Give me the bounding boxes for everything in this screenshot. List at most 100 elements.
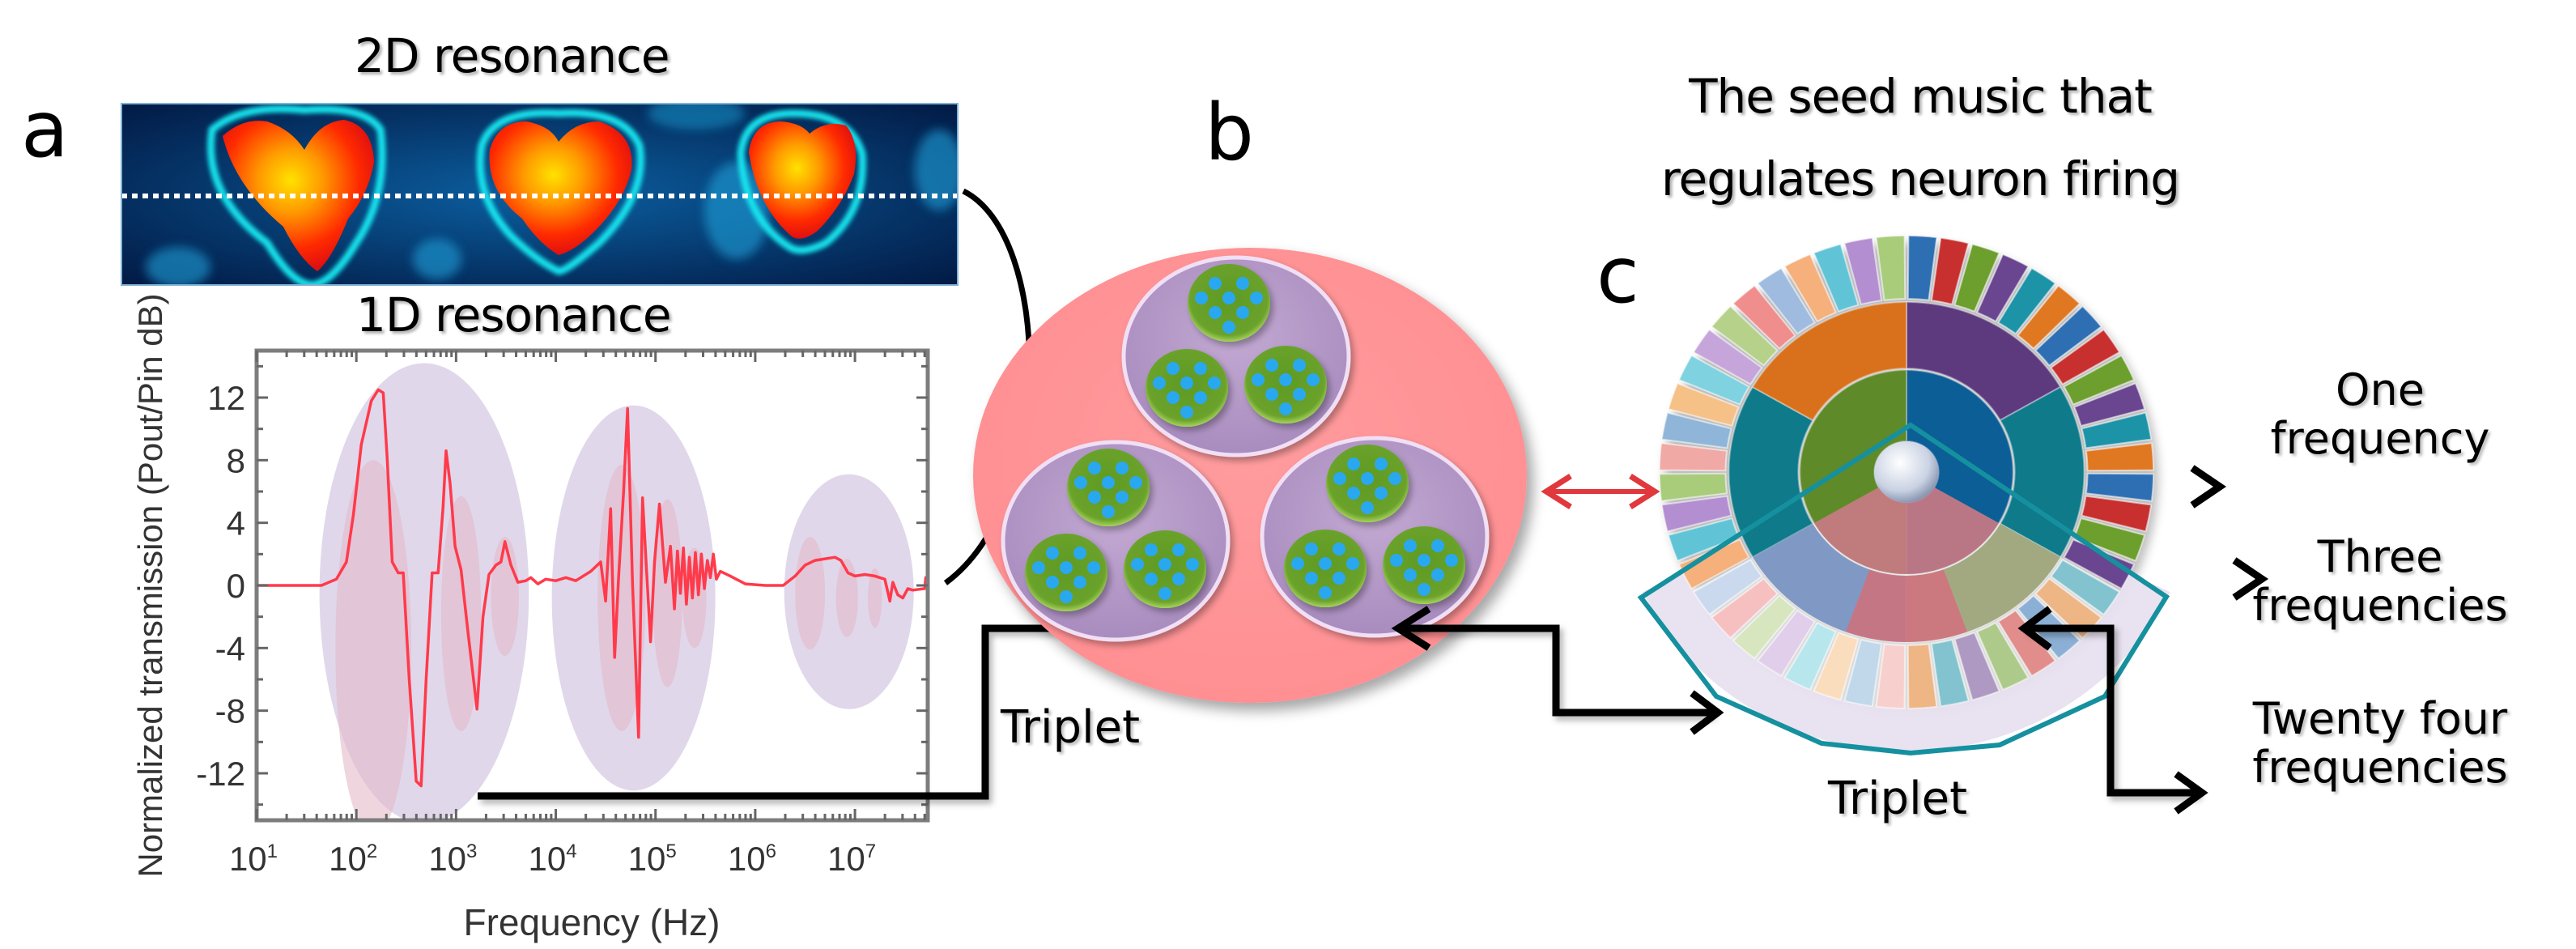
triplet-group — [1001, 440, 1231, 642]
triplet-middle-segment — [1845, 569, 1968, 643]
dot — [1180, 406, 1193, 419]
sub-region — [440, 496, 482, 731]
x-tick-label: 105 — [628, 840, 677, 878]
dot — [1265, 359, 1278, 372]
dot — [1404, 539, 1417, 552]
outer-ring-segment — [1843, 236, 1883, 306]
panel-b-hierarchy — [973, 248, 1527, 703]
heatmap-title: 2D resonance — [355, 28, 670, 83]
dot — [1088, 462, 1101, 474]
dot — [1319, 557, 1332, 570]
y-tick-label: 8 — [227, 441, 245, 479]
annotation-line1: One — [2336, 364, 2425, 415]
outer-ring-segment — [1996, 266, 2057, 335]
dot — [1145, 543, 1158, 556]
dot — [1060, 561, 1073, 574]
dot — [1445, 554, 1458, 567]
outer-ring-segment — [1930, 236, 1970, 306]
sub-region — [491, 537, 519, 656]
dot — [1265, 388, 1278, 401]
heatmap-contour — [737, 109, 866, 254]
outer-ring-segment — [1930, 638, 1970, 708]
outer-ring-segment — [1692, 559, 1763, 616]
outer-ring-segment — [2050, 328, 2121, 385]
triplet-middle-segment — [1752, 524, 1870, 632]
dot — [1145, 572, 1158, 585]
outer-ring-segment — [1692, 328, 1763, 385]
outer-ring-segment — [1660, 495, 1732, 533]
dot — [1293, 388, 1306, 401]
annotation-twenty-four-frequencies: Twenty four frequencies — [2252, 693, 2508, 793]
outer-ring-segment — [1677, 354, 1750, 406]
heatmap-frame — [121, 103, 959, 286]
dot — [1418, 554, 1430, 567]
heatmap-blob — [489, 121, 632, 255]
dot — [1074, 476, 1087, 489]
dot — [1222, 292, 1235, 304]
annotation-one-frequency: One frequency — [2271, 364, 2490, 464]
dot — [1195, 292, 1208, 304]
seed-music-title-line1: The seed music that — [1689, 69, 2153, 124]
annotation-line1: Twenty four — [2252, 693, 2508, 744]
dot — [1375, 487, 1388, 500]
dot — [1222, 321, 1235, 334]
dot — [1431, 539, 1444, 552]
dot — [1032, 561, 1045, 574]
outer-ring-segment — [2017, 284, 2081, 350]
arrowhead-icon — [2174, 771, 2208, 815]
triplet-group — [1260, 436, 1490, 638]
center-sphere — [1874, 441, 1939, 503]
dot — [1333, 543, 1345, 555]
outer-ring-segment — [1953, 632, 2000, 701]
panel-c-label: c — [1596, 230, 1639, 321]
dot — [1279, 402, 1292, 415]
dot — [1375, 457, 1388, 470]
dot — [1088, 491, 1101, 504]
plot-title: 1D resonance — [356, 287, 672, 343]
dot — [1186, 558, 1199, 571]
dot — [1347, 487, 1360, 500]
outer-ring-segment — [1732, 594, 1796, 660]
arrow-twenty-four-frequencies — [2026, 624, 2198, 797]
outer-ring-segment — [1783, 621, 1838, 692]
double-arrow-icon — [1541, 474, 1660, 509]
panel-b-label: b — [1205, 87, 1254, 178]
dot — [1305, 572, 1318, 585]
dot — [1293, 359, 1306, 372]
dot — [1102, 505, 1115, 518]
middle-ring-segment — [1728, 385, 1814, 559]
dot — [1236, 277, 1249, 290]
outer-ring-segment — [2063, 354, 2136, 406]
outer-ring-segment — [1756, 609, 1817, 678]
heatmap-contour — [206, 104, 386, 285]
arrowhead-icon — [2232, 557, 2269, 601]
dot — [1307, 373, 1320, 386]
dot — [1319, 586, 1332, 599]
outer-ring-segment — [1677, 538, 1750, 590]
outer-ring-segment — [1756, 266, 1817, 335]
dot — [1116, 462, 1129, 474]
dot — [1194, 391, 1207, 404]
arrow-triplet-c-to-b — [1405, 624, 1712, 717]
dot — [1102, 476, 1115, 489]
outer-ring-segment — [1996, 609, 2057, 678]
arrowhead-icon — [1391, 606, 1431, 651]
outer-ring-segment — [1667, 382, 1741, 428]
dot — [1346, 557, 1359, 570]
dot — [1390, 554, 1403, 567]
dot — [1172, 572, 1185, 585]
y-axis-label: Normalized transmission (Pout/Pin dB) — [131, 293, 169, 877]
dot — [1194, 362, 1207, 375]
sub-region — [835, 559, 858, 637]
outer-ring-segment — [2081, 411, 2153, 449]
outer-ring-segment — [1906, 643, 1938, 709]
dot — [1167, 362, 1180, 375]
y-tick-label: 12 — [207, 379, 245, 417]
sub-region — [868, 568, 882, 628]
middle-ring-segment — [1751, 300, 1907, 422]
x-tick-label: 103 — [428, 840, 477, 878]
dot — [1073, 547, 1086, 560]
x-tick-label: 104 — [529, 840, 577, 878]
